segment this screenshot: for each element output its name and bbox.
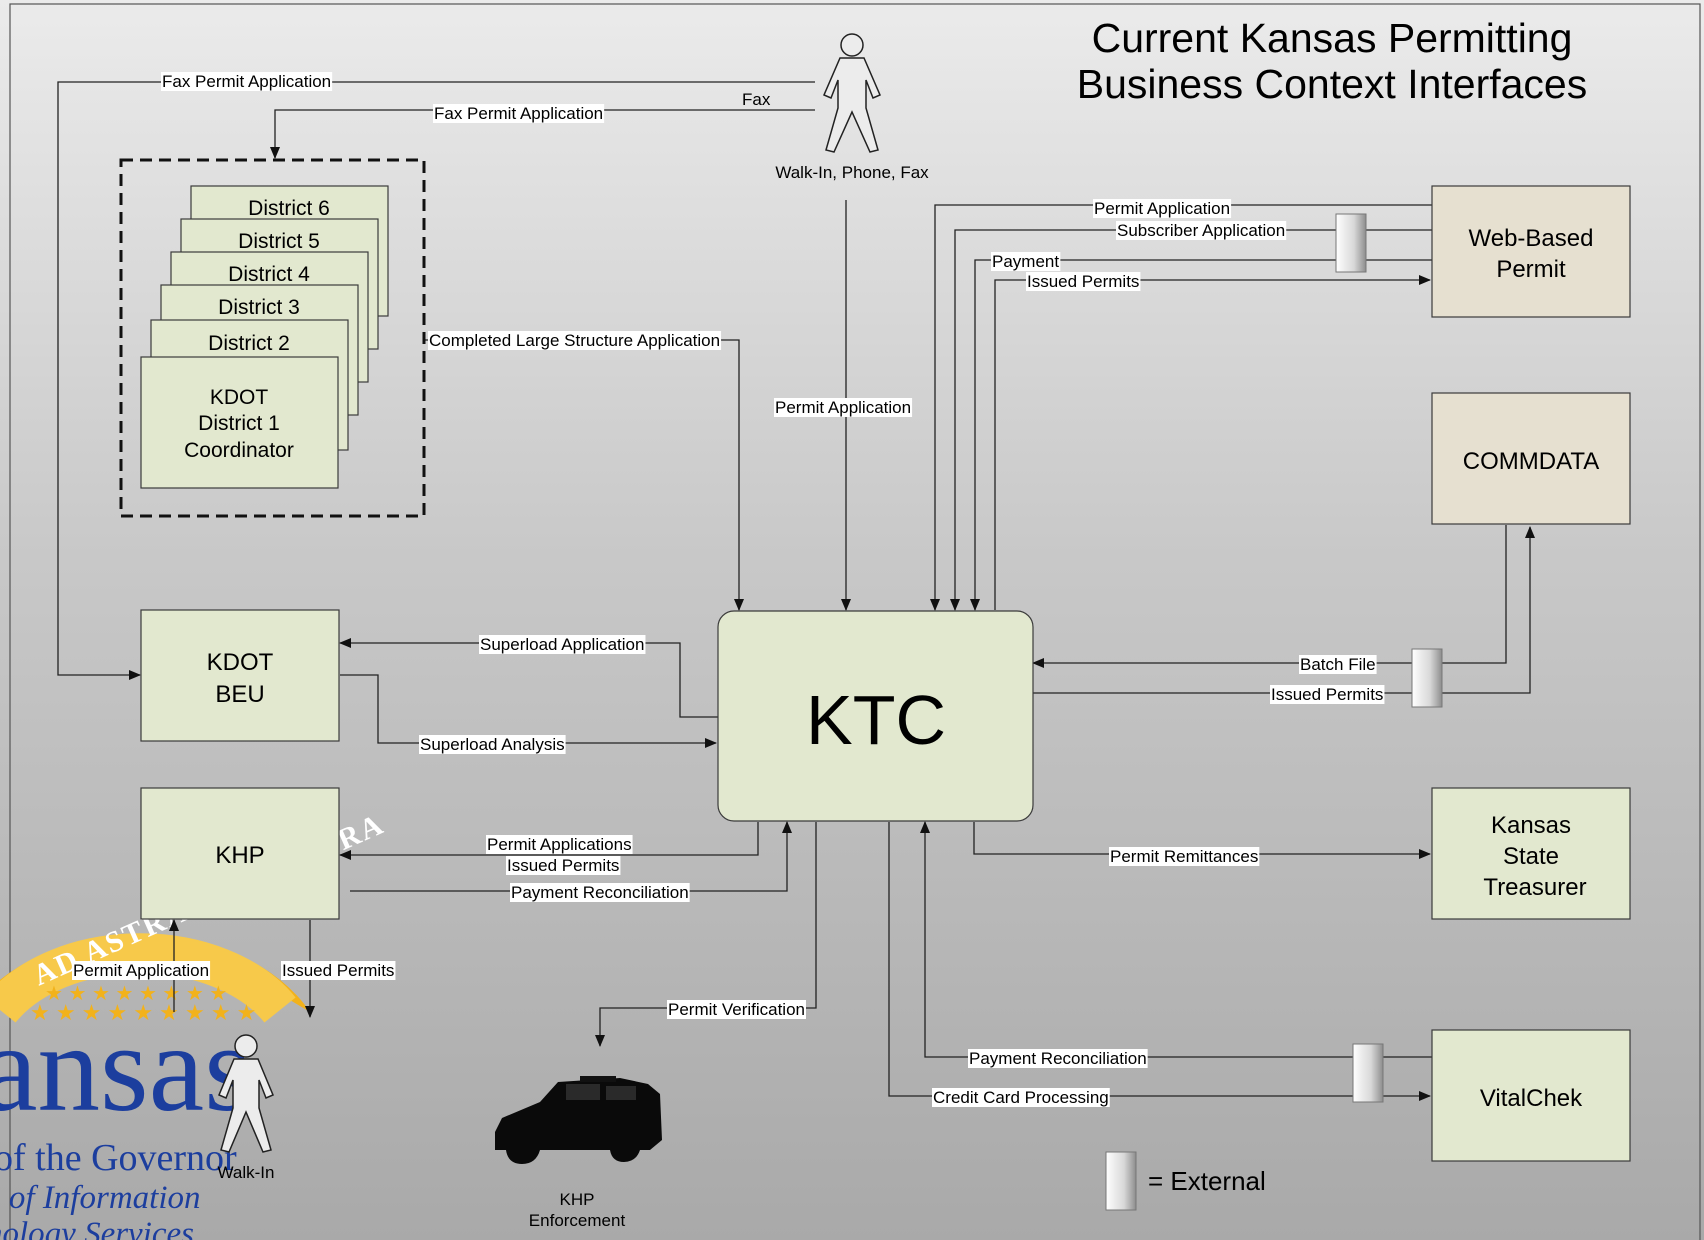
ktc-box <box>717 610 1034 822</box>
flow-label-walkin-issued: Issued Permits <box>282 961 394 980</box>
seal-state-name: ansas <box>0 1000 253 1138</box>
diagram-title-line-2: Business Context Interfaces <box>1077 61 1587 107</box>
commdata-label: COMMDATA <box>1463 448 1599 475</box>
flow-label-background <box>991 252 1061 271</box>
actor-walkin-phone-fax-label: Walk-In, Phone, Fax <box>775 163 929 182</box>
flow-label-background <box>433 104 605 123</box>
flow-label-web-subscriber-app: Subscriber Application <box>1117 221 1285 240</box>
flow-label-background <box>1299 655 1377 674</box>
district-group-border <box>119 158 426 518</box>
person-icon-walkin-phone-fax <box>823 33 881 153</box>
flow-label-vital-payment-recon: Payment Reconciliation <box>969 1049 1147 1068</box>
diagram-title-line-1: Current Kansas Permitting <box>1092 15 1573 61</box>
web-based-permit-box <box>1431 185 1631 318</box>
web-based-permit-line-2: Permit <box>1496 256 1566 283</box>
kansas-state-treasurer-box <box>1431 787 1631 920</box>
flow-label-khp-issued: Issued Permits <box>507 856 619 875</box>
flow-label-khp-apps: Permit Applications <box>487 835 632 854</box>
svg-text:★ ★ ★ ★ ★ ★ ★ ★ ★: ★ ★ ★ ★ ★ ★ ★ ★ ★ <box>30 1000 256 1025</box>
person-icon-walkin <box>218 1034 274 1153</box>
actor-khp-enforcement-line-1: KHP <box>560 1190 595 1209</box>
flow-label-commdata-issued: Issued Permits <box>1271 685 1383 704</box>
flow-label-fax-app-2: Fax Permit Application <box>434 104 603 123</box>
flow-label-permit-verification: Permit Verification <box>668 1000 805 1019</box>
district-1-box <box>140 356 339 489</box>
flow-label-background <box>932 1088 1110 1107</box>
flow-label-superload-app: Superload Application <box>480 635 644 654</box>
flow-label-web-permit-app: Permit Application <box>1094 199 1230 218</box>
district-3-label: District 3 <box>218 296 300 319</box>
district-2-label: District 2 <box>208 332 290 355</box>
web-based-permit-line-1: Web-Based <box>1469 225 1594 252</box>
flow-label-completed-large: Completed Large Structure Application <box>429 331 720 350</box>
flow-label-background <box>506 856 621 875</box>
flow-label-background <box>281 961 396 980</box>
khp-box <box>140 787 340 920</box>
vitalchek-box <box>1431 1029 1631 1162</box>
seal-office-line-3: nology Services <box>0 1216 194 1240</box>
svg-text:★ ★ ★ ★ ★ ★ ★ ★: ★ ★ ★ ★ ★ ★ ★ ★ <box>45 983 227 1005</box>
flow-label-walkin-permit-app: Permit Application <box>73 961 209 980</box>
ktc-label: KTC <box>806 681 946 759</box>
legend-external-label: = External <box>1148 1166 1266 1196</box>
connector-lines <box>57 81 1535 1101</box>
flow-label-background <box>667 1000 806 1019</box>
flow-label-web-issued: Issued Permits <box>1027 272 1139 291</box>
treasurer-line-1: Kansas <box>1491 812 1571 839</box>
diagram-border <box>9 3 1701 1240</box>
district-group: District 6 District 5 District 4 Distric… <box>119 158 426 518</box>
flow-label-fax-app-1: Fax Permit Application <box>162 72 331 91</box>
kdot-beu-line-1: KDOT <box>207 649 274 676</box>
district-1-line-3: Coordinator <box>184 439 294 462</box>
treasurer-line-2: State <box>1503 843 1559 870</box>
flow-label-fax: Fax <box>742 90 771 109</box>
flow-label-background <box>72 961 211 980</box>
commdata-box <box>1431 392 1631 525</box>
flow-label-background <box>1270 685 1385 704</box>
district-5-label: District 5 <box>238 230 320 253</box>
flow-label-background <box>1093 199 1232 218</box>
treasurer-line-3: Treasurer <box>1483 874 1586 901</box>
flow-label-batch-file: Batch File <box>1300 655 1376 674</box>
flow-label-background <box>1116 221 1287 240</box>
seal-office-line-2: e of Information <box>0 1180 200 1216</box>
kdot-beu-box <box>140 609 340 742</box>
flow-label-background <box>161 72 333 91</box>
khp-label: KHP <box>215 842 264 869</box>
flow-label-web-payment: Payment <box>992 252 1059 271</box>
flow-label-khp-payment-recon: Payment Reconciliation <box>511 883 689 902</box>
kdot-beu-line-2: BEU <box>215 681 264 708</box>
seal-office-line: of the Governor <box>0 1137 237 1179</box>
police-vehicle-icon <box>495 1076 662 1164</box>
vitalchek-label: VitalChek <box>1480 1085 1583 1112</box>
flow-label-permit-app-center: Permit Application <box>775 398 911 417</box>
flow-label-background <box>486 835 633 854</box>
actor-khp-enforcement-line-2: Enforcement <box>529 1211 626 1230</box>
flow-label-background <box>428 331 722 350</box>
flow-label-remittances: Permit Remittances <box>1110 847 1258 866</box>
flow-label-background <box>510 883 690 902</box>
legend-external-swatch <box>1105 1151 1137 1211</box>
flow-label-background <box>774 398 913 417</box>
district-4-label: District 4 <box>228 263 310 286</box>
district-1-line-1: KDOT <box>210 386 269 409</box>
flow-label-background <box>479 635 646 654</box>
flow-label-superload-analysis: Superload Analysis <box>420 735 565 754</box>
flow-label-background <box>1026 272 1141 291</box>
flow-label-background <box>419 735 566 754</box>
flow-label-background <box>1109 847 1260 866</box>
flow-label-background <box>968 1049 1148 1068</box>
flow-label-credit-card: Credit Card Processing <box>933 1088 1109 1107</box>
district-6-label: District 6 <box>248 197 330 220</box>
actor-walkin-label: Walk-In <box>218 1163 275 1182</box>
external-markers <box>1335 213 1443 1103</box>
district-1-line-2: District 1 <box>198 412 280 435</box>
